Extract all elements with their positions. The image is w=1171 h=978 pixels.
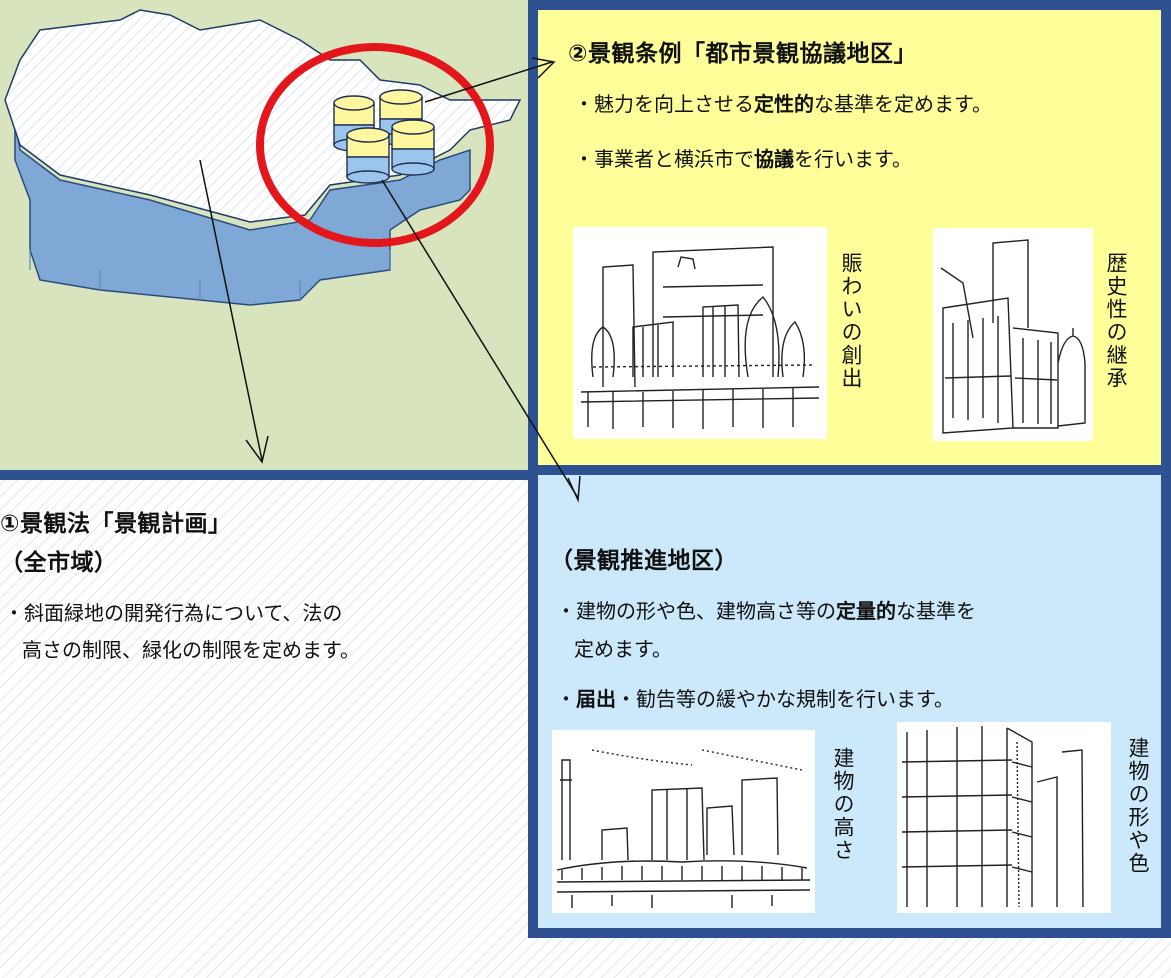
emphasis-consultation: 協議 [754,147,794,171]
caption-height: 建物の高さ [831,747,855,862]
emphasis-qualitative: 定性的 [754,92,814,116]
district-markers [333,89,435,184]
promotion-bullet-quantitative: ・建物の形や色、建物高さ等の定量的な基準を [556,599,976,623]
caption-shape-color: 建物の形や色 [1126,737,1150,875]
landscape-law-bullet: ・斜面緑地の開発行為について、法の [4,601,343,625]
sketch-historic-buildings [933,228,1093,441]
city-map [4,9,522,306]
highlight-circle [256,43,494,247]
landscape-law-bullet-cont: 高さの制限、緑化の制限を定めます。 [22,638,360,662]
landscape-law-scope: （全市域） [0,550,118,576]
promotion-bullet-notification: ・届出・勧告等の緩やかな規制を行います。 [556,687,954,711]
ordinance-bullet-consultation: ・事業者と横浜市で協議を行います。 [574,147,912,171]
caption-historic: 歴史性の継承 [1104,252,1128,390]
sketch-building-height [552,730,815,913]
emphasis-quantitative: 定量的 [836,599,896,623]
panel-divider [0,470,530,480]
promotion-bullet-quantitative-cont: 定めます。 [574,637,672,661]
caption-bustling: 賑わいの創出 [839,252,863,390]
ordinance-bullet-criteria: ・魅力を向上させる定性的な基準を定めます。 [574,92,992,116]
sketch-bustling-street [573,227,827,439]
landscape-law-title: ①景観法「景観計画」 [0,511,232,537]
ordinance-title: ②景観条例「都市景観協議地区」 [568,41,917,67]
promotion-district-title: （景観推進地区） [550,548,738,574]
emphasis-notification: 届出 [576,687,616,711]
sketch-building-shape [897,722,1111,913]
